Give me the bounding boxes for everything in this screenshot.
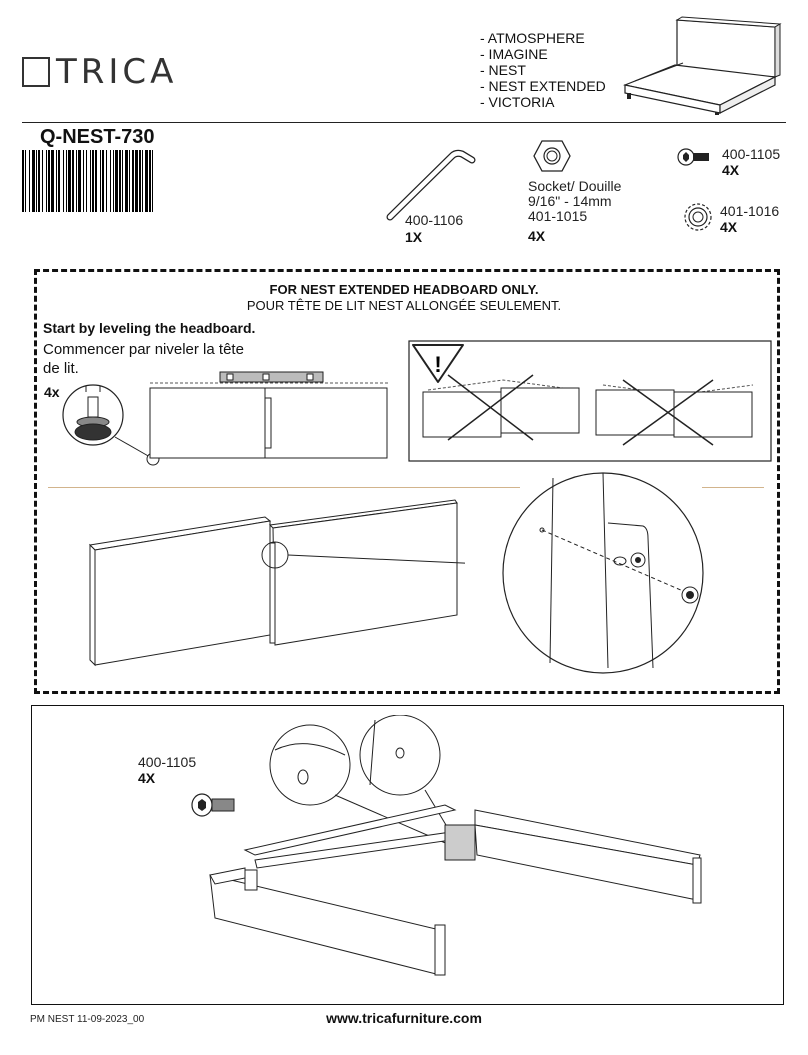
leveling-instruction-en: Start by leveling the headboard. [43,320,256,336]
washer-qty: 4X [720,219,738,235]
barcode [22,150,153,212]
step1-heading-en: FOR NEST EXTENDED HEADBOARD ONLY. [269,282,539,297]
step2-zoom-details [269,715,456,846]
bolt-zoom-detail [502,472,704,674]
allen-key-code: 400-1106 [405,212,464,228]
bolt-code: 400-1105 [722,146,781,162]
warning-icon: ! [434,352,441,377]
headboard-panels-diagram [88,499,465,667]
step-separator [702,487,764,488]
model-item: - IMAGINE [480,46,548,62]
bed-illustration [622,16,782,115]
model-item: - ATMOSPHERE [480,30,585,46]
step-separator [48,487,520,488]
bolt-icon [191,793,235,817]
step1-heading-fr: POUR TÊTE DE LIT NEST ALLONGÉE SEULEMENT… [246,298,562,313]
bolt-icon [677,148,709,166]
model-item: - NEST [480,62,526,78]
allen-key-icon [386,149,476,221]
bed-frame-rails-diagram [209,804,702,976]
step2-panel [31,705,784,1005]
nut-socket-label: Socket/ Douille 9/16" - 14mm 401-1015 [528,179,621,224]
step2-bolt-code: 400-1105 [138,754,197,770]
document-reference: PM NEST 11-09-2023_00 [30,1014,145,1025]
leveling-instruction-fr: Commencer par niveler la tête de lit. [43,341,244,377]
lock-washer-icon [684,203,712,231]
nut-label-line2: 9/16" - 14mm [528,193,612,209]
nut-qty: 4X [528,228,546,244]
level-headboard-diagram [149,371,390,459]
step1-panel [34,269,780,694]
product-code: Q-NEST-730 [40,126,155,148]
nut-label-line1: Socket/ Douille [528,178,622,194]
model-list: - ATMOSPHERE - IMAGINE - NEST - NEST EXT… [480,30,606,110]
bolt-qty: 4X [722,162,740,178]
washer-code: 401-1016 [720,203,780,219]
allen-key-qty: 1X [405,229,423,245]
model-item: - VICTORIA [480,94,555,110]
logo-square-icon [22,57,50,87]
brand-name: TRICA [56,52,178,92]
warning-uneven-diagram: ! [408,340,772,462]
website-url[interactable]: www.tricafurniture.com [326,1010,482,1026]
step2-bolt-qty: 4X [138,770,156,786]
nut-code: 401-1015 [528,208,588,224]
header-divider [22,122,786,123]
brand-logo: TRICA [22,52,177,92]
foot-qty: 4x [44,384,60,400]
leveling-foot-detail [62,384,160,466]
model-item: - NEST EXTENDED [480,78,606,94]
hex-nut-icon [533,140,571,172]
